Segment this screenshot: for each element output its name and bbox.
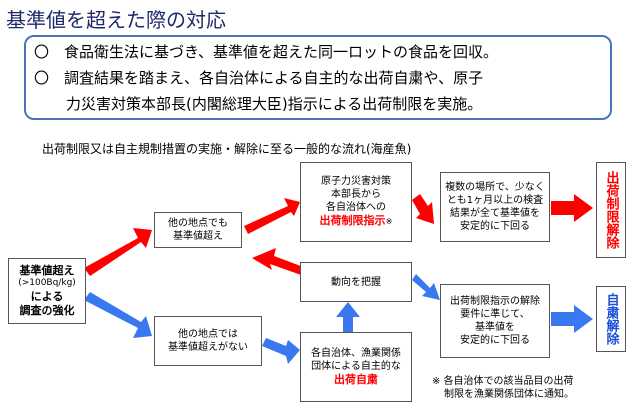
other-exceed-box: 他の地点でも 基準値超え xyxy=(154,212,242,248)
lift-directive-line-4: 安定的に下回る xyxy=(460,335,530,346)
footnote: ※ 各自治体での該当品目の出荷 制限を漁業関係団体に通知。 xyxy=(432,375,574,401)
arrow-self-to-monitor xyxy=(336,302,360,332)
other-exceed-line-2: 基準値超え xyxy=(173,231,223,242)
summary-line-1: 〇 食品衛生法に基づき、基準値を超えた同一ロットの食品を回収。 xyxy=(34,43,498,61)
lift-condition-box: 複数の場所で、少なく とも1ヶ月以上の検査 結果が全て基準値を 安定的に下回る xyxy=(440,172,550,242)
footnote-line-1: ※ 各自治体での該当品目の出荷 xyxy=(432,376,574,387)
directive-box: 原子力災害対策 本部長から 各自治体への 出荷制限指示※ xyxy=(300,162,412,242)
start-line-3: による xyxy=(30,289,64,303)
arrow-exceed-to-directive xyxy=(244,198,300,234)
lift-condition-line-4: 安定的に下回る xyxy=(460,221,530,232)
arrow-directive-to-lift xyxy=(412,194,434,224)
self-restraint-highlight: 出荷自粛 xyxy=(334,372,378,386)
other-not-exceed-line-1: 他の地点では xyxy=(178,329,238,340)
monitor-box: 動向を把握 xyxy=(300,262,412,302)
arrow-lift-directive-to-result xyxy=(551,305,593,333)
arrow-monitor-to-exceed xyxy=(252,248,306,276)
directive-mark: ※ xyxy=(385,216,393,227)
start-line-2: (>100Bq/kg) xyxy=(18,278,76,288)
lift-directive-line-2: 要件に準じて、 xyxy=(460,309,530,320)
arrow-start-to-not-exceed xyxy=(84,292,152,338)
flow-subtitle: 出荷制限又は自主規制措置の実施・解除に至る一般的な流れ(海産魚) xyxy=(42,142,412,156)
footnote-line-2: 制限を漁業関係団体に通知。 xyxy=(444,389,574,400)
lift-directive-line-3: 基準値を xyxy=(475,322,515,333)
other-not-exceed-box: 他の地点では 基準値超えがない xyxy=(154,316,262,366)
result-restriction-box: 出荷制限解除 xyxy=(596,162,626,258)
start-line-1: 基準値超え xyxy=(19,263,75,277)
result-self-label: 自粛解除 xyxy=(603,293,619,345)
lift-condition-line-2: とも1ヶ月以上の検査 xyxy=(446,195,544,206)
arrow-start-to-exceed xyxy=(84,228,152,276)
directive-highlight: 出荷制限指示 xyxy=(319,214,386,228)
monitor-label: 動向を把握 xyxy=(331,276,381,288)
directive-line-2: 本部長から xyxy=(331,189,381,201)
page-title: 基準値を超えた際の対応 xyxy=(6,8,226,32)
summary-line-3: 力災害対策本部長(内閣総理大臣)指示による出荷制限を実施。 xyxy=(66,95,483,113)
summary-box: 〇 食品衛生法に基づき、基準値を超えた同一ロットの食品を回収。 〇 調査結果を踏… xyxy=(24,35,612,120)
arrow-not-exceed-to-self xyxy=(262,338,300,364)
other-not-exceed-line-2: 基準値超えがない xyxy=(168,342,248,353)
directive-line-1: 原子力災害対策 xyxy=(321,176,391,188)
other-exceed-line-1: 他の地点でも xyxy=(168,218,228,229)
start-box: 基準値超え (>100Bq/kg) による 調査の強化 xyxy=(8,258,86,324)
self-restraint-line-2: 団体による自主的な xyxy=(311,360,401,372)
start-line-4: 調査の強化 xyxy=(19,303,75,317)
lift-directive-line-1: 出荷制限指示の解除 xyxy=(450,296,540,307)
lift-directive-condition-box: 出荷制限指示の解除 要件に準じて、 基準値を 安定的に下回る xyxy=(440,284,550,358)
lift-condition-line-1: 複数の場所で、少なく xyxy=(445,182,545,193)
summary-line-2: 〇 調査結果を踏まえ、各自治体による自主的な出荷自粛や、原子 xyxy=(34,69,484,87)
lift-condition-line-3: 結果が全て基準値を xyxy=(450,208,540,219)
directive-line-3: 各自治体への xyxy=(326,202,386,214)
arrow-monitor-to-lift-directive xyxy=(412,274,440,300)
result-restriction-label: 出荷制限解除 xyxy=(603,171,619,249)
self-restraint-line-1: 各自治体、漁業関係 xyxy=(311,347,401,359)
arrow-lift-to-result xyxy=(551,194,593,222)
self-restraint-box: 各自治体、漁業関係 団体による自主的な 出荷自粛 xyxy=(300,332,412,402)
result-self-box: 自粛解除 xyxy=(596,286,626,352)
